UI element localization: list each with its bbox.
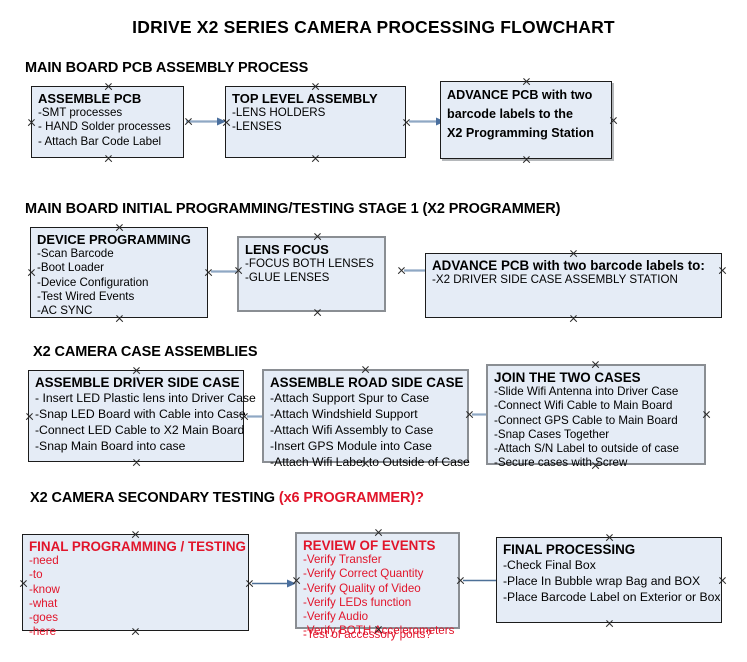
node-line: -here — [29, 625, 57, 639]
node-body: -SMT processes - HAND Solder processes -… — [38, 106, 178, 149]
connector-assemble-pcb-to-top-level — [186, 116, 227, 127]
node-line: -Snap LED Board with Cable into Case — [35, 407, 246, 421]
node-body: -Verify Transfer -Verify Correct Quantit… — [303, 553, 455, 639]
page-title: IDRIVE X2 SERIES CAMERA PROCESSING FLOWC… — [132, 17, 615, 37]
node-line: -what — [29, 596, 58, 610]
node-final-programming-testing[interactable]: FINAL PROGRAMMING / TESTING -need -to -k… — [22, 534, 249, 638]
node-line: -Verify Correct Quantity — [303, 567, 424, 581]
node-line: -LENSES — [232, 120, 282, 134]
node-line: -GLUE LENSES — [245, 271, 330, 285]
node-line: -need — [29, 554, 59, 567]
node-title: ASSEMBLE PCB — [38, 91, 142, 106]
node-line: - HAND Solder processes — [38, 120, 171, 134]
node-line: -Connect LED Cable to X2 Main Board — [35, 423, 245, 437]
node-line: -Device Configuration — [37, 275, 149, 289]
connector-final-programming-to-review-of-events — [252, 578, 297, 589]
node-title: ADVANCE PCB with two barcode labels to: — [432, 258, 705, 273]
section-header-x2-camera-secondary-testing: X2 CAMERA SECONDARY TESTING (x6 PROGRAMM… — [30, 490, 424, 506]
section-header-note: (x6 PROGRAMMER)? — [278, 490, 424, 506]
node-line: -X2 DRIVER SIDE CASE ASSEMBLY STATION — [432, 273, 678, 286]
node-body: - Insert LED Plastic lens into Driver Ca… — [35, 390, 256, 454]
node-line: -SMT processes — [38, 106, 123, 119]
node-title: FINAL PROCESSING — [503, 542, 636, 557]
node-line: -Test Wired Events — [37, 289, 135, 303]
node-line: -Place Barcode Label on Exterior or Box — [503, 590, 721, 604]
node-title: ASSEMBLE ROAD SIDE CASE — [270, 375, 464, 390]
node-device-programming[interactable]: DEVICE PROGRAMMING -Scan Barcode -Boot L… — [30, 227, 208, 318]
node-line: -Check Final Box — [503, 558, 596, 572]
node-final-processing[interactable]: FINAL PROCESSING -Check Final Box -Place… — [496, 537, 722, 623]
node-body: ADVANCE PCB with two barcode labels to t… — [447, 86, 606, 143]
node-body: -Slide Wifi Antenna into Driver Case -Co… — [494, 385, 699, 471]
node-title: TOP LEVEL ASSEMBLY — [232, 91, 378, 106]
node-line: -Snap Main Board into case — [35, 439, 186, 453]
node-title: LENS FOCUS — [245, 242, 329, 257]
node-line: -Verify LEDs function — [303, 595, 412, 609]
node-line: -Slide Wifi Antenna into Driver Case — [494, 385, 679, 398]
node-title: REVIEW OF EVENTS — [303, 538, 436, 553]
node-assemble-road-side-case[interactable]: ASSEMBLE ROAD SIDE CASE -Attach Support … — [262, 369, 470, 469]
node-body: -Check Final Box -Place In Bubble wrap B… — [503, 557, 721, 605]
node-line: -Attach Wifi Assembly to Case — [270, 423, 434, 437]
node-line: -Boot Loader — [37, 261, 105, 275]
node-line: - Attach Bar Code Label — [38, 134, 162, 148]
node-line: -Connect Wifi Cable to Main Board — [494, 399, 673, 413]
node-line: -Attach Windshield Support — [270, 407, 418, 421]
node-body: -Scan Barcode -Boot Loader -Device Confi… — [37, 247, 202, 318]
node-body: -Attach Support Spur to Case -Attach Win… — [270, 390, 470, 470]
section-header-text: MAIN BOARD INITIAL PROGRAMMING/TESTING S… — [25, 201, 561, 217]
section-header-main-board-initial-programming: MAIN BOARD INITIAL PROGRAMMING/TESTING S… — [25, 201, 561, 217]
node-line: -Attach S/N Label to outside of case — [494, 442, 679, 456]
node-assemble-pcb[interactable]: ASSEMBLE PCB -SMT processes - HAND Solde… — [31, 86, 184, 158]
node-line: barcode labels to the — [447, 107, 573, 121]
node-body: -need -to -know -what -goes -here — [29, 554, 243, 640]
node-line: -LENS HOLDERS — [232, 106, 326, 119]
node-title: ASSEMBLE DRIVER SIDE CASE — [35, 375, 240, 390]
node-title: FINAL PROGRAMMING / TESTING — [29, 539, 246, 554]
node-line: -Connect GPS Cable to Main Board — [494, 413, 678, 427]
node-line: -Secure cases with Screw — [494, 456, 628, 470]
node-line: -Verify BOTH Accelerometers — [303, 624, 455, 638]
node-line: -Snap Cases Together — [494, 427, 610, 441]
section-header-text: MAIN BOARD PCB ASSEMBLY PROCESS — [25, 60, 309, 76]
node-body: -FOCUS BOTH LENSES -GLUE LENSES — [245, 257, 379, 286]
node-assemble-driver-side-case[interactable]: ASSEMBLE DRIVER SIDE CASE - Insert LED P… — [28, 370, 256, 462]
node-line: X2 Programming Station — [447, 126, 594, 140]
node-line: -Verify Audio — [303, 610, 369, 624]
node-line: -goes — [29, 611, 59, 625]
node-body: -X2 DRIVER SIDE CASE ASSEMBLY STATION — [432, 273, 716, 287]
node-advance-pcb-to-driver-side-case-station[interactable]: ADVANCE PCB with two barcode labels to: … — [425, 253, 722, 318]
node-review-of-events[interactable]: REVIEW OF EVENTS -Verify Transfer -Verif… — [295, 532, 460, 641]
node-top-level-assembly[interactable]: TOP LEVEL ASSEMBLY -LENS HOLDERS -LENSES — [225, 86, 406, 158]
node-body: -LENS HOLDERS -LENSES — [232, 106, 400, 135]
section-header-text: X2 CAMERA CASE ASSEMBLIES — [33, 344, 258, 360]
node-line: -Attach Wifi Label to Outside of Case — [270, 455, 470, 469]
node-line: -Scan Barcode — [37, 247, 114, 260]
node-line: -Place In Bubble wrap Bag and BOX — [503, 574, 701, 588]
node-line: -Attach Support Spur to Case — [270, 391, 430, 405]
node-title: JOIN THE TWO CASES — [494, 370, 641, 385]
node-lens-focus[interactable]: LENS FOCUS -FOCUS BOTH LENSES -GLUE LENS… — [237, 236, 386, 312]
node-line: -Verify Transfer — [303, 553, 382, 566]
section-header-main-board-pcb-assembly: MAIN BOARD PCB ASSEMBLY PROCESS — [25, 60, 308, 76]
node-line: -FOCUS BOTH LENSES — [245, 257, 374, 270]
node-line: -AC SYNC — [37, 304, 93, 318]
node-line: ADVANCE PCB with two — [447, 88, 593, 102]
node-line: -know — [29, 582, 60, 596]
node-line: -Insert GPS Module into Case — [270, 439, 432, 453]
section-header-text: X2 CAMERA SECONDARY TESTING — [30, 490, 279, 506]
node-join-the-two-cases[interactable]: JOIN THE TWO CASES -Slide Wifi Antenna i… — [486, 364, 706, 469]
node-title: DEVICE PROGRAMMING — [37, 232, 191, 247]
node-line: - Insert LED Plastic lens into Driver Ca… — [35, 391, 256, 405]
node-line: -Verify Quality of Video — [303, 581, 421, 595]
node-line: -to — [29, 568, 43, 582]
node-advance-pcb-to-x2-programming-station[interactable]: ADVANCE PCB with two barcode labels to t… — [440, 81, 612, 159]
node-overflow-line: -Test of accessory ports? — [303, 628, 432, 641]
section-header-x2-camera-case-assemblies: X2 CAMERA CASE ASSEMBLIES — [33, 344, 258, 360]
